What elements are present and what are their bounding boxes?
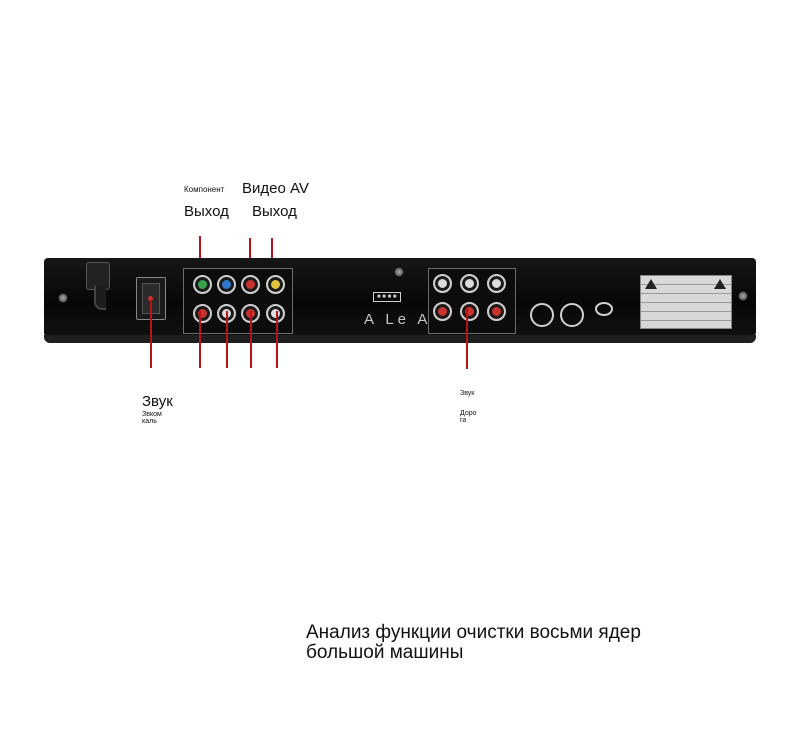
leader-line xyxy=(276,311,278,368)
video-av-label: Видео AV xyxy=(242,180,309,197)
sound-label: Звук xyxy=(142,393,173,410)
warning-icon xyxy=(714,279,726,289)
audio-jack xyxy=(460,274,479,293)
audio-jack xyxy=(433,302,452,321)
component-pr-jack xyxy=(241,275,260,294)
leader-line xyxy=(150,300,152,368)
component-pb-jack xyxy=(217,275,236,294)
power-cord xyxy=(94,286,106,310)
video-output-label: Выход xyxy=(252,203,297,220)
leader-line xyxy=(250,311,252,368)
component-y-jack xyxy=(193,275,212,294)
audio-jack xyxy=(487,274,506,293)
leader-line xyxy=(199,311,201,368)
screw xyxy=(58,293,68,303)
component-output-label: Выход xyxy=(184,203,229,220)
leader-line xyxy=(226,311,228,368)
leader-line xyxy=(466,307,468,369)
sound-sublabel: Звком xyxy=(142,411,162,418)
product-badge: ■ ■ ■ ■ xyxy=(373,292,401,302)
track-label: га xyxy=(460,417,467,424)
caption-line-2: большой машины xyxy=(306,642,464,663)
ccc-mark-icon xyxy=(595,302,613,316)
certification-mark-icon xyxy=(530,303,554,327)
audio-jack xyxy=(487,302,506,321)
track-label: Доро xyxy=(460,410,477,417)
audio-jack xyxy=(193,304,212,323)
power-cord-strain-relief xyxy=(86,262,110,290)
video-out-jack xyxy=(266,275,285,294)
power-indicator-dot xyxy=(148,296,153,301)
certification-mark-icon xyxy=(560,303,584,327)
screw xyxy=(738,291,748,301)
component-label: Компонент xyxy=(184,185,225,194)
sound-sublabel: каль xyxy=(142,418,157,425)
audio-jack xyxy=(266,304,285,323)
audio-jack xyxy=(460,302,479,321)
caption-line-1: Анализ функции очистки восьми ядер xyxy=(306,622,641,643)
brand-logo: A Le A xyxy=(364,311,432,328)
device-bottom-edge xyxy=(44,335,756,343)
sound-label: Звук xyxy=(460,390,475,397)
warning-icon xyxy=(645,279,657,289)
screw xyxy=(394,267,404,277)
audio-jack xyxy=(433,274,452,293)
